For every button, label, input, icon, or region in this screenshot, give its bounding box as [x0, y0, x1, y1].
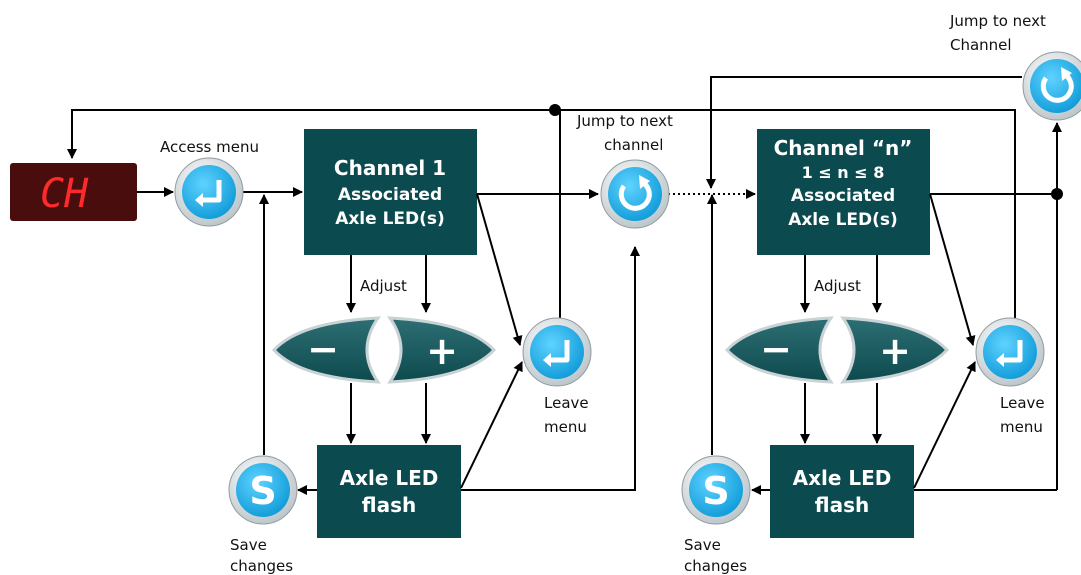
minus-button-1[interactable]: − — [271, 316, 381, 384]
flash-box-1: Axle LED flash — [317, 445, 461, 538]
jump-next-channel-button-2[interactable] — [1022, 51, 1081, 121]
jump-next-label-1-line1: Jump to next — [576, 112, 673, 130]
leave-label-2-line1: Leave — [1000, 394, 1045, 412]
leave-label-1-line2: menu — [544, 418, 587, 436]
access-menu-label: Access menu — [160, 138, 259, 156]
minus-icon: − — [760, 327, 792, 371]
display-text: CH — [40, 171, 89, 217]
plus-icon: + — [426, 329, 458, 373]
save-label-1-line1: Save — [230, 536, 267, 554]
flash-1-line2: flash — [362, 493, 416, 517]
save-icon: S — [249, 469, 276, 513]
led-display: CH — [10, 163, 137, 221]
save-label-1-line2: changes — [230, 557, 293, 575]
plus-button-2[interactable]: + — [840, 316, 950, 384]
save-changes-button-2[interactable]: S — [681, 455, 751, 525]
leave-menu-button-1[interactable] — [522, 317, 592, 387]
jump-next-label-2-line1: Jump to next — [949, 12, 1046, 30]
channel-1-line2: Associated — [338, 185, 442, 205]
jump-next-label-1-line2: channel — [604, 136, 663, 154]
cycle-icon — [618, 179, 652, 211]
adjust-label-2: Adjust — [814, 277, 861, 295]
access-menu-button[interactable] — [174, 157, 244, 227]
channel-n-line4: Axle LED(s) — [788, 210, 898, 230]
channel-1-title: Channel 1 — [334, 156, 446, 180]
adjust-label-1: Adjust — [360, 277, 407, 295]
connectors — [67, 76, 1063, 495]
save-changes-button-1[interactable]: S — [228, 455, 298, 525]
jump-next-label-2-line2: Channel — [950, 36, 1012, 54]
channel-n-range: 1 ≤ n ≤ 8 — [802, 163, 885, 182]
channel-n-line3: Associated — [791, 186, 895, 206]
flash-box-2: Axle LED flash — [770, 445, 914, 538]
flash-1-line1: Axle LED — [340, 466, 439, 490]
channel-n-title: Channel “n” — [774, 136, 913, 160]
minus-icon: − — [307, 327, 339, 371]
save-icon: S — [702, 469, 729, 513]
save-label-2-line1: Save — [684, 536, 721, 554]
channel-n-box: Channel “n” 1 ≤ n ≤ 8 Associated Axle LE… — [757, 129, 930, 255]
leave-menu-button-2[interactable] — [975, 317, 1045, 387]
cycle-icon — [1040, 71, 1074, 103]
channel-1-box: Channel 1 Associated Axle LED(s) — [304, 129, 477, 255]
leave-label-2-line2: menu — [1000, 418, 1043, 436]
leave-label-1-line1: Leave — [544, 394, 589, 412]
flash-2-line2: flash — [815, 493, 869, 517]
save-label-2-line2: changes — [684, 557, 747, 575]
enter-icon — [548, 340, 570, 363]
flash-2-line1: Axle LED — [793, 466, 892, 490]
channel-1-line3: Axle LED(s) — [335, 209, 445, 229]
enter-icon — [200, 180, 222, 203]
minus-button-2[interactable]: − — [724, 316, 834, 384]
plus-button-1[interactable]: + — [387, 316, 497, 384]
jump-next-channel-button-1[interactable] — [600, 159, 670, 229]
plus-icon: + — [879, 329, 911, 373]
enter-icon — [1001, 340, 1023, 363]
